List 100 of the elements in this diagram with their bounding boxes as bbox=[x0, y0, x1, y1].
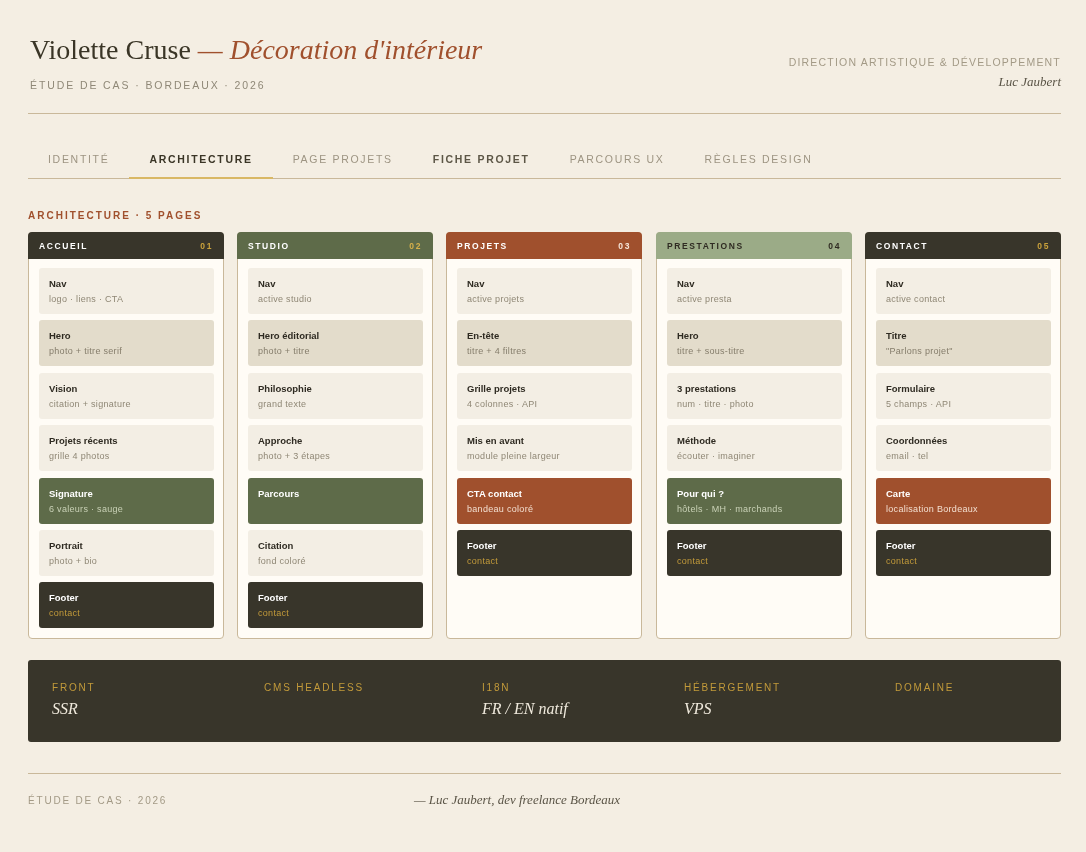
tab-label: FICHE PROJET bbox=[431, 152, 531, 167]
section-title: Philosophie bbox=[258, 382, 312, 394]
page-name: PROJETS bbox=[457, 240, 508, 251]
stack-value: VPS bbox=[684, 700, 712, 718]
section-description: active studio bbox=[258, 294, 312, 304]
section-block bbox=[39, 582, 214, 629]
section-description: bandeau coloré bbox=[467, 503, 534, 514]
role-text: DIRECTION ARTISTIQUE & DÉVELOPPEMENT bbox=[788, 56, 1061, 68]
stack-label: DOMAINE bbox=[895, 682, 955, 693]
section-title: Hero bbox=[677, 330, 699, 342]
stack-value: SSR bbox=[52, 700, 78, 718]
section-description: 4 colonnes · API bbox=[467, 398, 538, 409]
section-block bbox=[248, 582, 423, 629]
section-block bbox=[39, 477, 214, 524]
page-number: 02 bbox=[409, 240, 422, 251]
tab-label: IDENTITÉ bbox=[47, 152, 111, 167]
section-title: Portrait bbox=[49, 540, 83, 551]
section-title: Mis en avant bbox=[467, 435, 525, 447]
author-name: Luc Jaubert bbox=[998, 74, 1061, 90]
section-title: Titre bbox=[886, 330, 907, 342]
page-number: 04 bbox=[828, 240, 841, 251]
section-description: email · tel bbox=[886, 451, 929, 462]
section-block bbox=[667, 320, 842, 367]
section-description: contact bbox=[49, 608, 81, 619]
page-number: 03 bbox=[618, 240, 631, 251]
stack-label: FRONT bbox=[52, 682, 96, 693]
section-title: Footer bbox=[258, 592, 288, 604]
page-number: 01 bbox=[200, 240, 213, 251]
section-description: logo · liens · CTA bbox=[49, 294, 124, 304]
section-description: contact bbox=[677, 556, 709, 566]
section-title: Footer bbox=[677, 540, 707, 551]
section-description: 6 valeurs · sauge bbox=[49, 503, 124, 514]
section-block bbox=[876, 477, 1051, 524]
section-title: Pour qui ? bbox=[677, 487, 724, 499]
section-description: photo + bio bbox=[49, 556, 98, 566]
section-description: active contact bbox=[886, 294, 946, 304]
page-title: Violette Cruse — Décoration d'intérieur bbox=[30, 33, 483, 67]
page-number: 05 bbox=[1037, 240, 1050, 251]
section-title: Footer bbox=[49, 592, 79, 604]
section-description: écouter · imaginer bbox=[677, 451, 755, 462]
section-block bbox=[39, 320, 214, 367]
page-name: PRESTATIONS bbox=[667, 240, 744, 251]
section-description: citation + signature bbox=[49, 398, 131, 409]
section-title: CTA contact bbox=[467, 487, 522, 499]
section-title: Vision bbox=[49, 382, 78, 394]
section-title: Méthode bbox=[677, 435, 717, 447]
section-description: 5 champs · API bbox=[886, 398, 952, 409]
section-title: Projets récents bbox=[49, 435, 118, 447]
section-title: Nav bbox=[49, 278, 67, 289]
section-title: Grille projets bbox=[467, 382, 526, 394]
section-description: titre + sous-titre bbox=[677, 346, 745, 357]
tab-label: RÈGLES DESIGN bbox=[703, 152, 814, 167]
section-title: En-tête bbox=[467, 330, 500, 342]
section-description: photo + titre bbox=[258, 346, 310, 357]
stack-label: I18N bbox=[482, 682, 511, 693]
stack-label: HÉBERGEMENT bbox=[684, 682, 782, 693]
section-heading: ARCHITECTURE · 5 PAGES bbox=[28, 210, 203, 221]
section-description: hôtels · MH · marchands bbox=[677, 503, 783, 514]
section-title: Footer bbox=[467, 540, 497, 551]
section-description: active projets bbox=[467, 294, 525, 304]
section-title: Coordonnées bbox=[886, 435, 948, 447]
footer-quote: — Luc Jaubert, dev freelance Bordeaux bbox=[413, 792, 621, 808]
tech-stack-panel bbox=[28, 660, 1061, 742]
page-column bbox=[865, 232, 1061, 639]
page-name: STUDIO bbox=[248, 240, 290, 251]
section-block bbox=[457, 477, 632, 524]
section-title: Formulaire bbox=[886, 382, 936, 394]
tab-label: PARCOURS UX bbox=[568, 152, 666, 167]
section-block bbox=[248, 320, 423, 367]
section-title: Nav bbox=[677, 278, 695, 289]
page-column bbox=[446, 232, 642, 639]
page-column bbox=[656, 232, 852, 639]
section-title: Parcours bbox=[258, 487, 300, 499]
section-description: grand texte bbox=[258, 398, 307, 409]
section-block bbox=[667, 477, 842, 524]
section-block bbox=[457, 320, 632, 367]
section-title: Citation bbox=[258, 540, 294, 551]
section-title: Hero éditorial bbox=[258, 330, 320, 342]
section-title: 3 prestations bbox=[677, 382, 737, 394]
section-description: localisation Bordeaux bbox=[886, 503, 978, 514]
section-title: Signature bbox=[49, 487, 93, 499]
page-column bbox=[28, 232, 224, 639]
section-description: num · titre · photo bbox=[677, 398, 754, 409]
section-title: Approche bbox=[258, 435, 303, 447]
section-block bbox=[457, 530, 632, 576]
section-block bbox=[667, 530, 842, 576]
section-description: grille 4 photos bbox=[49, 451, 110, 462]
section-title: Nav bbox=[467, 278, 485, 289]
section-title: Hero bbox=[49, 330, 71, 342]
stack-label: CMS HEADLESS bbox=[264, 682, 364, 693]
section-block bbox=[876, 530, 1051, 576]
tab-label: PAGE PROJETS bbox=[291, 152, 394, 167]
section-block bbox=[876, 320, 1051, 367]
section-description: module pleine largeur bbox=[467, 451, 560, 462]
section-description: titre + 4 filtres bbox=[467, 346, 527, 357]
section-description: photo + titre serif bbox=[49, 346, 122, 357]
section-block bbox=[248, 477, 423, 524]
section-description: photo + 3 étapes bbox=[258, 451, 331, 462]
section-description: fond coloré bbox=[258, 556, 306, 566]
subtitle: ÉTUDE DE CAS · BORDEAUX · 2026 bbox=[30, 79, 266, 91]
